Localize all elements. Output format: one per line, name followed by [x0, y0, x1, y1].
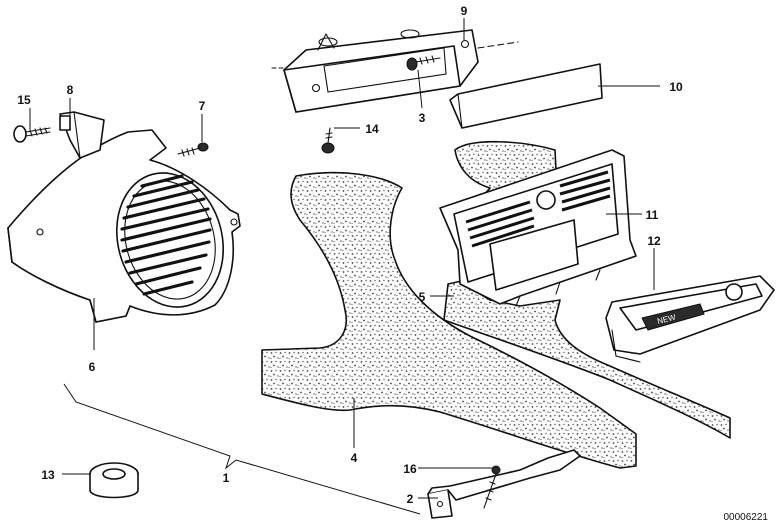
bracket-part — [59, 111, 105, 159]
vent-frame-part — [439, 149, 637, 307]
screw-16-part — [483, 465, 501, 509]
callouts: 15 8 7 9 3 10 14 11 12 5 6 4 1 16 2 13 — [17, 4, 683, 506]
cover-plate-part — [449, 63, 603, 129]
callout-1: 1 — [223, 471, 230, 485]
callout-9: 9 — [461, 4, 468, 18]
callout-3: 3 — [419, 111, 426, 125]
mount-bracket-part — [427, 449, 581, 519]
callout-15: 15 — [17, 93, 31, 107]
screw-3-part — [406, 55, 441, 71]
callout-4: 4 — [351, 451, 358, 465]
callout-16: 16 — [403, 462, 417, 476]
callout-13: 13 — [41, 468, 55, 482]
callout-5: 5 — [419, 290, 426, 304]
callout-7: 7 — [199, 99, 206, 113]
ashtray-part: NEW — [605, 275, 775, 363]
assembly-bracket-line — [63, 383, 421, 515]
felt-panel-part — [261, 171, 637, 469]
callout-14: 14 — [365, 122, 379, 136]
speaker-cover-part — [7, 129, 241, 323]
felt-ring-part — [89, 462, 139, 499]
callout-12: 12 — [647, 234, 661, 248]
screw-14-part — [321, 127, 335, 154]
callout-2: 2 — [407, 492, 414, 506]
ashtray-label: NEW — [656, 313, 677, 326]
drawing-number: 00006221 — [724, 512, 769, 523]
callout-8: 8 — [67, 83, 74, 97]
callout-11: 11 — [646, 208, 659, 222]
speaker-grille-slots — [120, 174, 212, 296]
leader-lines — [29, 18, 660, 499]
callout-6: 6 — [89, 360, 96, 374]
screw-7-part — [177, 142, 209, 157]
screw-15-part — [13, 125, 51, 143]
callout-10: 10 — [669, 80, 683, 94]
vent-slots — [465, 170, 611, 248]
